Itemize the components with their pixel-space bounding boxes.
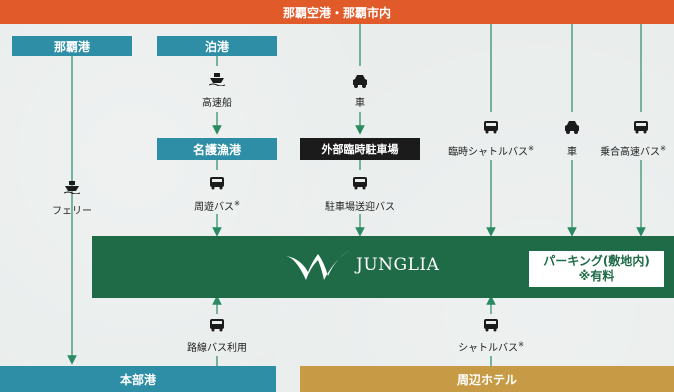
ferry-icon bbox=[64, 181, 80, 194]
temp-shuttle-label: 臨時シャトルバス※ bbox=[448, 144, 534, 158]
external-parking-box: 外部臨時駐車場 bbox=[300, 138, 420, 160]
onsite-parking-box: パーキング(敷地内) ※有料 bbox=[529, 251, 664, 287]
top-banner-label: 那覇空港・那覇市内 bbox=[282, 5, 391, 20]
high-speed-boat-label: 高速船 bbox=[202, 98, 232, 109]
bus-icon bbox=[484, 319, 498, 332]
tomari-port-label: 泊港 bbox=[204, 39, 229, 54]
bus-icon bbox=[210, 177, 224, 190]
car-icon bbox=[353, 75, 367, 88]
shuttle-bus-label: シャトルバス※ bbox=[458, 340, 524, 354]
car2-label: 車 bbox=[567, 147, 577, 158]
junglia-logo-icon bbox=[286, 250, 350, 280]
car-icon bbox=[565, 121, 579, 134]
motobu-port-box: 本部港 bbox=[0, 366, 276, 392]
route-bus-label: 路線バス利用 bbox=[187, 343, 247, 354]
nearby-hotels-label: 周辺ホテル bbox=[456, 372, 517, 387]
bus-icon bbox=[353, 177, 367, 190]
nago-fishing-port-box: 名護漁港 bbox=[157, 138, 277, 160]
onsite-parking-label: パーキング(敷地内) bbox=[543, 254, 650, 268]
ferry-label: フェリー bbox=[52, 206, 92, 217]
onsite-parking-fee-note: ※有料 bbox=[578, 269, 615, 283]
excursion-bus-label: 周遊バス※ bbox=[194, 199, 240, 213]
nago-fishing-port-label: 名護漁港 bbox=[192, 142, 241, 157]
car-label: 車 bbox=[355, 98, 365, 109]
parking-shuttle-label: 駐車場送迎バス bbox=[325, 202, 395, 213]
boat-icon bbox=[209, 73, 225, 86]
tomari-port-box: 泊港 bbox=[157, 36, 277, 56]
external-parking-label: 外部臨時駐車場 bbox=[321, 143, 399, 156]
express-bus-label: 乗合高速バス※ bbox=[600, 144, 666, 158]
motobu-port-label: 本部港 bbox=[119, 372, 156, 387]
bus-icon bbox=[484, 121, 498, 134]
bus-icon bbox=[210, 319, 224, 332]
top-banner: 那覇空港・那覇市内 bbox=[0, 0, 674, 24]
junglia-logo-text: JUNGLIA bbox=[356, 255, 440, 275]
naha-port-label: 那覇港 bbox=[53, 39, 90, 54]
bus-icon bbox=[634, 121, 648, 134]
naha-port-box: 那覇港 bbox=[12, 36, 132, 56]
nearby-hotels-box: 周辺ホテル bbox=[300, 366, 674, 392]
